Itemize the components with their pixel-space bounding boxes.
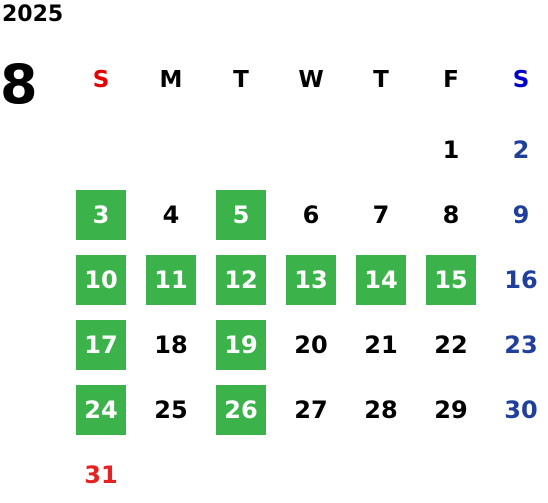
calendar-day[interactable]: 2	[512, 136, 530, 164]
calendar-day[interactable]: 21	[364, 331, 398, 359]
calendar-day[interactable]: 18	[154, 331, 188, 359]
calendar-day[interactable]: 20	[294, 331, 328, 359]
calendar-day[interactable]: 12	[216, 255, 266, 305]
calendar-day[interactable]: 5	[216, 190, 266, 240]
calendar-day[interactable]: 22	[434, 331, 468, 359]
calendar-day[interactable]: 23	[504, 331, 538, 359]
calendar-day[interactable]: 29	[434, 396, 468, 424]
calendar-day[interactable]: 11	[146, 255, 196, 305]
calendar-day[interactable]: 9	[512, 201, 530, 229]
calendar-day[interactable]: 14	[356, 255, 406, 305]
calendar-day[interactable]: 24	[76, 385, 126, 435]
calendar-day[interactable]: 10	[76, 255, 126, 305]
calendar-day[interactable]: 16	[504, 266, 538, 294]
weekday-header-wed: W	[298, 67, 324, 93]
weekday-header-sun: S	[92, 67, 110, 93]
weekday-header-sat: S	[512, 67, 530, 93]
calendar-day[interactable]: 15	[426, 255, 476, 305]
calendar-day[interactable]: 28	[364, 396, 398, 424]
calendar-day[interactable]: 17	[76, 320, 126, 370]
month-number: 8	[0, 53, 38, 116]
weekday-header-fri: F	[443, 67, 459, 93]
weekday-header-thu: T	[373, 67, 389, 93]
calendar-day[interactable]: 27	[294, 396, 328, 424]
calendar-day[interactable]: 30	[504, 396, 538, 424]
year-label: 2025	[2, 2, 64, 27]
calendar-day[interactable]: 6	[302, 201, 320, 229]
weekday-header-tue: T	[233, 67, 249, 93]
calendar-day[interactable]: 8	[442, 201, 460, 229]
calendar-day[interactable]: 4	[162, 201, 180, 229]
calendar-day[interactable]: 7	[372, 201, 390, 229]
calendar-day[interactable]: 19	[216, 320, 266, 370]
weekday-header-mon: M	[159, 67, 183, 93]
calendar-day[interactable]: 31	[84, 461, 118, 489]
calendar-day[interactable]: 3	[76, 190, 126, 240]
calendar-day[interactable]: 1	[442, 136, 460, 164]
calendar-day[interactable]: 26	[216, 385, 266, 435]
calendar-day[interactable]: 25	[154, 396, 188, 424]
calendar-day[interactable]: 13	[286, 255, 336, 305]
